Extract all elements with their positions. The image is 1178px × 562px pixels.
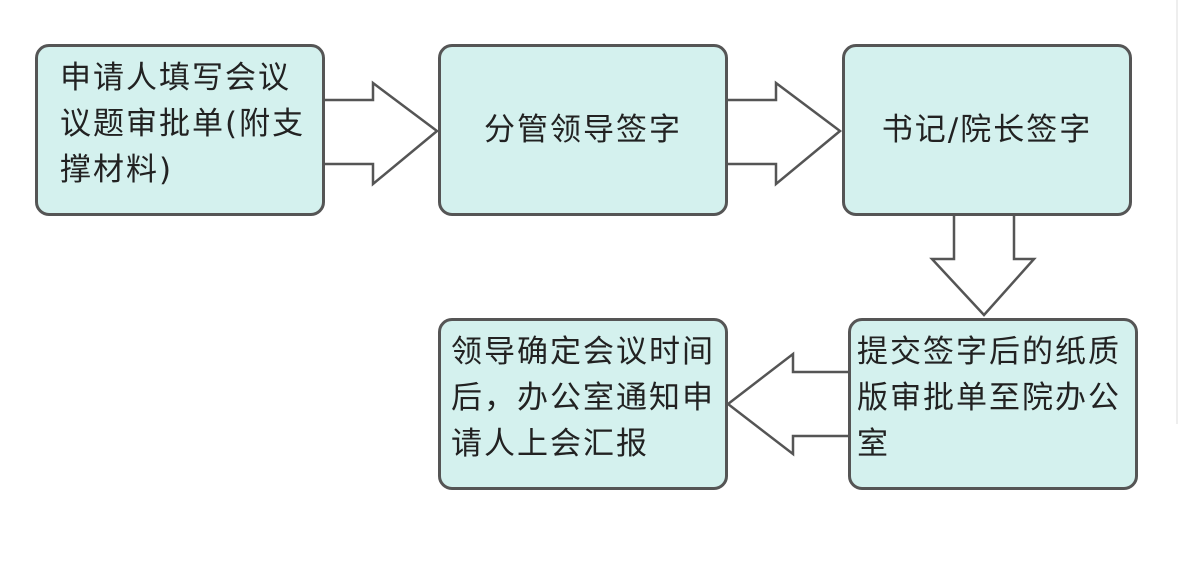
arrow-left bbox=[725, 351, 864, 457]
step-4-box: 提交签字后的纸质版审批单至院办公室 bbox=[848, 318, 1138, 490]
step-4-label: 提交签字后的纸质版审批单至院办公室 bbox=[857, 334, 1121, 462]
step-1-box: 申请人填写会议议题审批单(附支撑材料) bbox=[35, 44, 325, 216]
step-3-label: 书记/院长签字 bbox=[881, 112, 1093, 148]
arrow-right-1 bbox=[308, 80, 440, 187]
step-5-label: 领导确定会议时间后，办公室通知申请人上会汇报 bbox=[451, 334, 715, 462]
step-2-box: 分管领导签字 bbox=[438, 44, 728, 216]
step-2-label: 分管领导签字 bbox=[484, 112, 682, 148]
step-1-label: 申请人填写会议议题审批单(附支撑材料) bbox=[60, 60, 306, 188]
arrow-down bbox=[929, 200, 1037, 317]
page-edge bbox=[1176, 0, 1178, 424]
arrow-right-2 bbox=[711, 80, 843, 187]
step-3-box: 书记/院长签字 bbox=[842, 44, 1132, 216]
step-5-box: 领导确定会议时间后，办公室通知申请人上会汇报 bbox=[438, 318, 728, 490]
